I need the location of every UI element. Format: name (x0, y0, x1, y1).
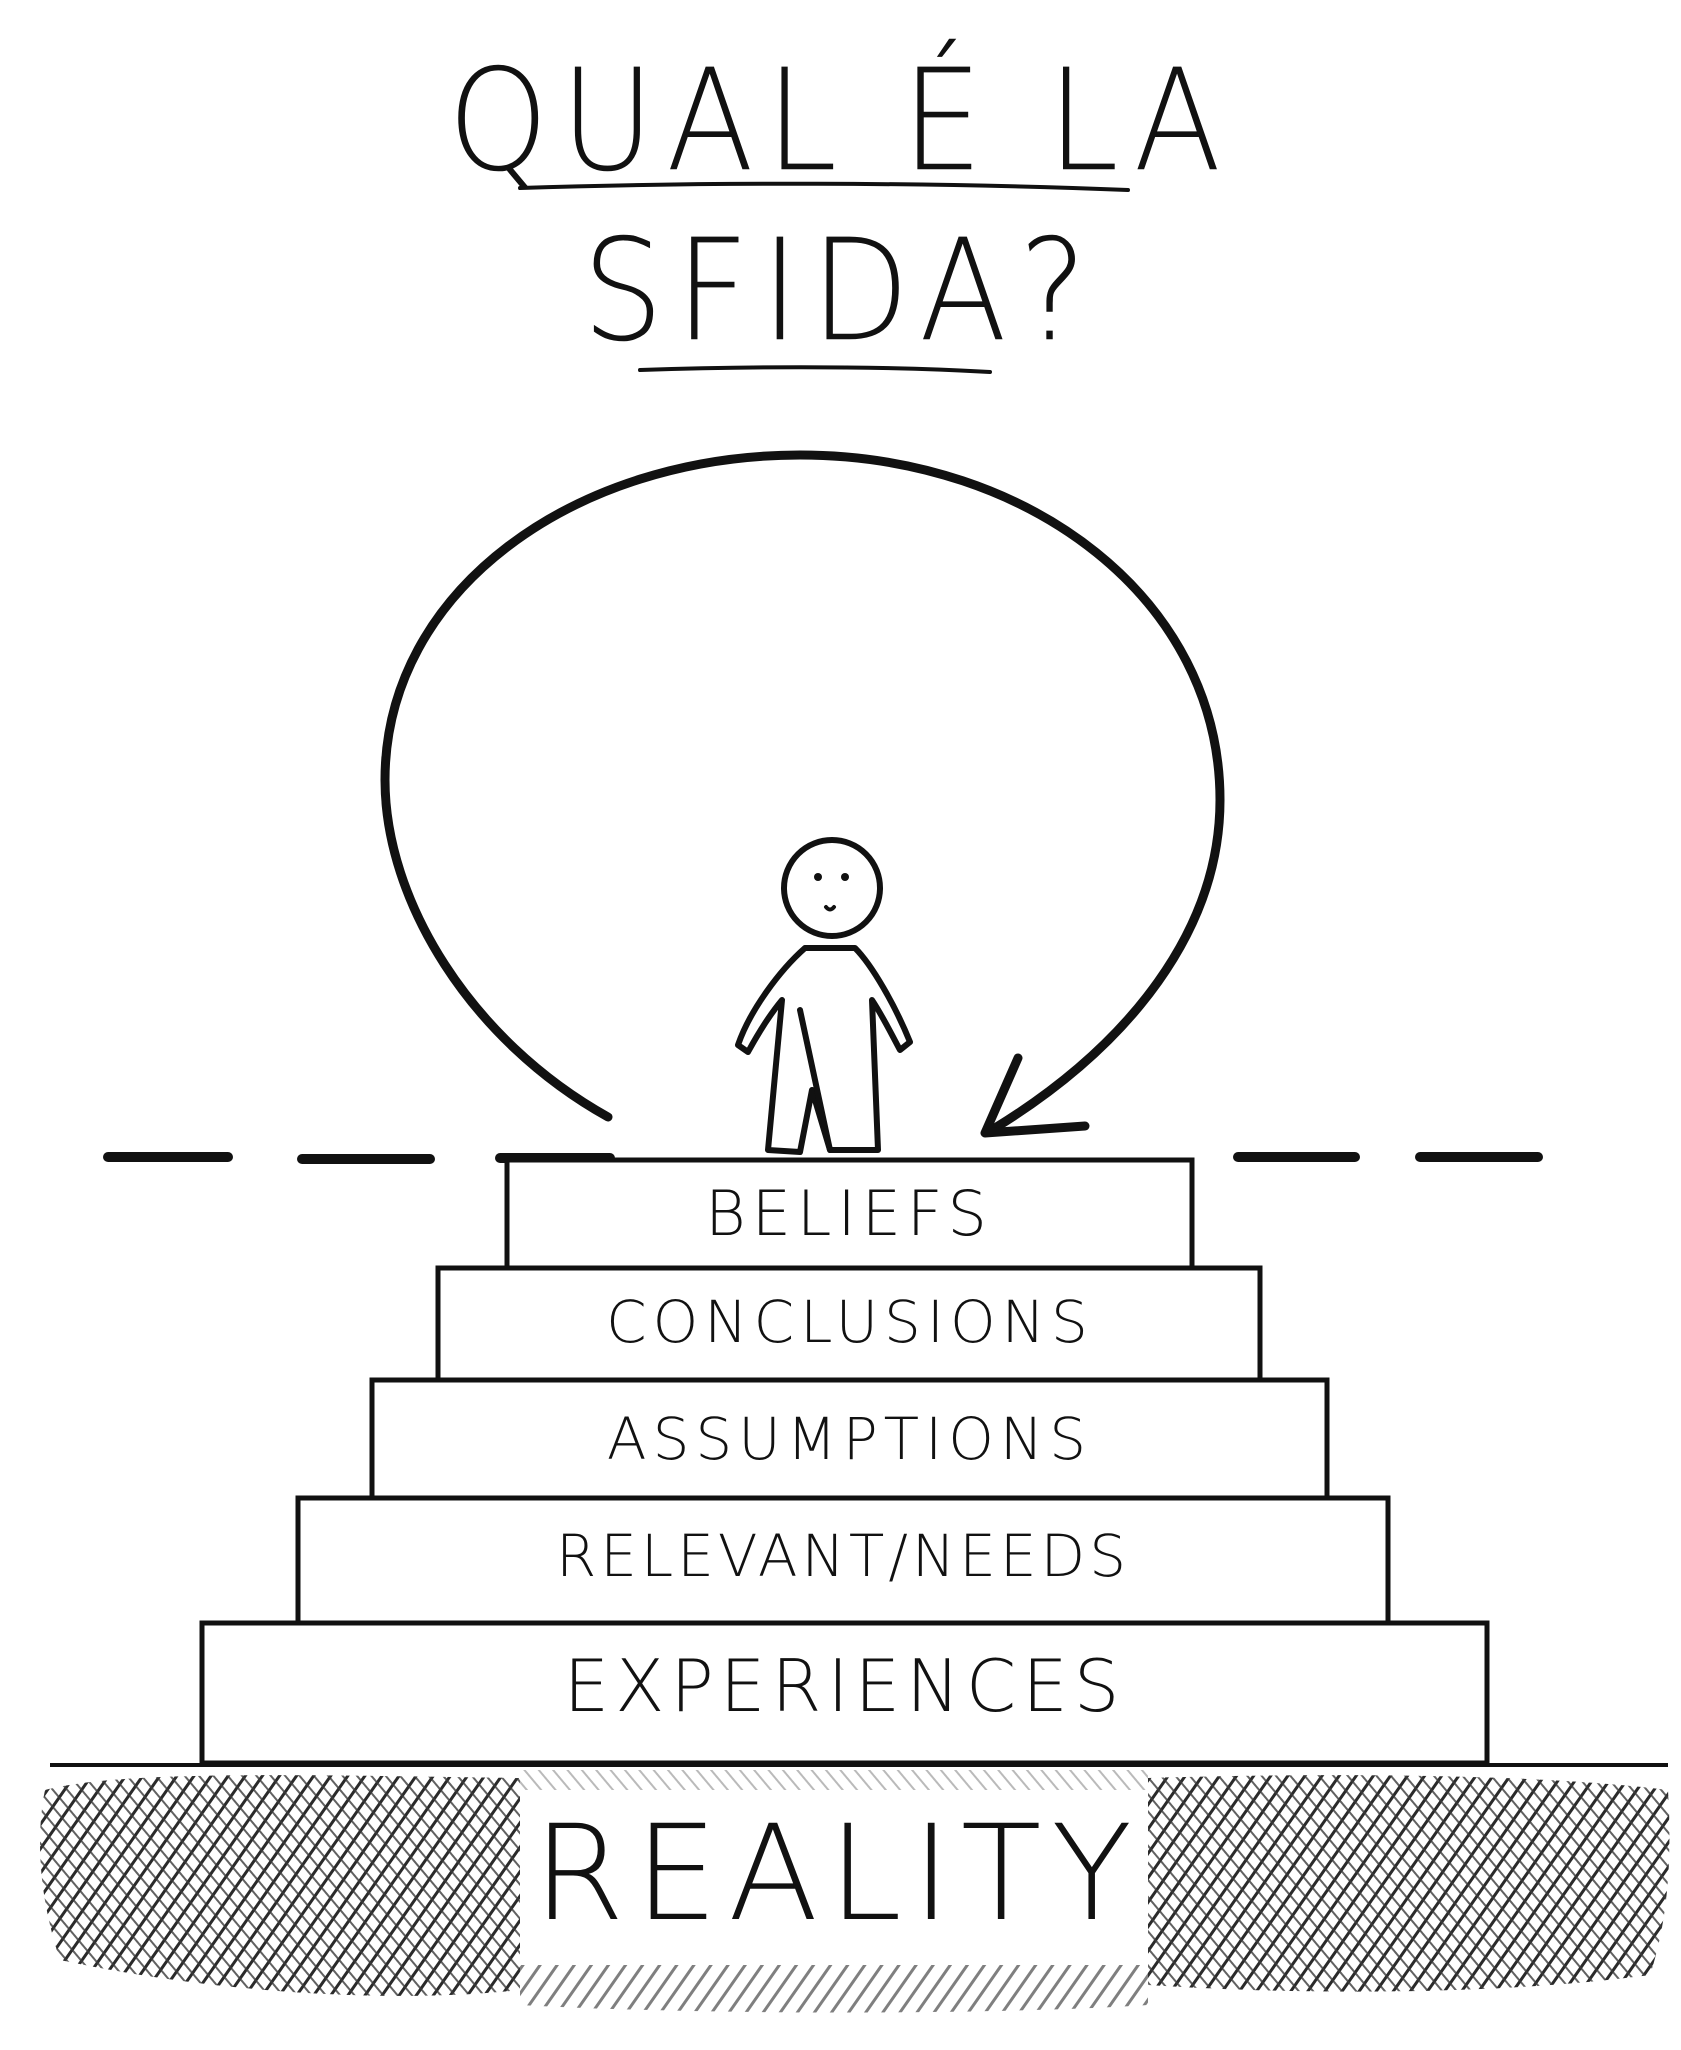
reality-label: REALITY (532, 1797, 1143, 1951)
ground-scribble (40, 1770, 1670, 2013)
stick-figure-icon (735, 837, 913, 1155)
step-label-relevant-needs: RELEVANT/NEEDS (555, 1522, 1131, 1590)
reality-label-box (525, 1790, 1145, 1965)
title-underline-2 (638, 365, 992, 374)
ladder-steps (199, 1157, 1490, 1766)
step-label-assumptions: ASSUMPTIONS (606, 1405, 1093, 1473)
title-line-2: SFIDA? (582, 209, 1099, 374)
title-underline-1 (518, 181, 1130, 192)
step-label-conclusions: CONCLUSIONS (606, 1288, 1094, 1356)
step-experiences (199, 1620, 1490, 1766)
title-line-1: QUAL É LA (447, 39, 1234, 204)
step-label-experiences: EXPERIENCES (563, 1644, 1126, 1728)
circular-arrow-icon (380, 450, 1225, 1138)
step-relevant-needs (295, 1495, 1391, 1626)
step-conclusions (435, 1265, 1263, 1383)
step-label-beliefs: BELIEFS (705, 1177, 993, 1250)
step-assumptions (369, 1377, 1330, 1501)
